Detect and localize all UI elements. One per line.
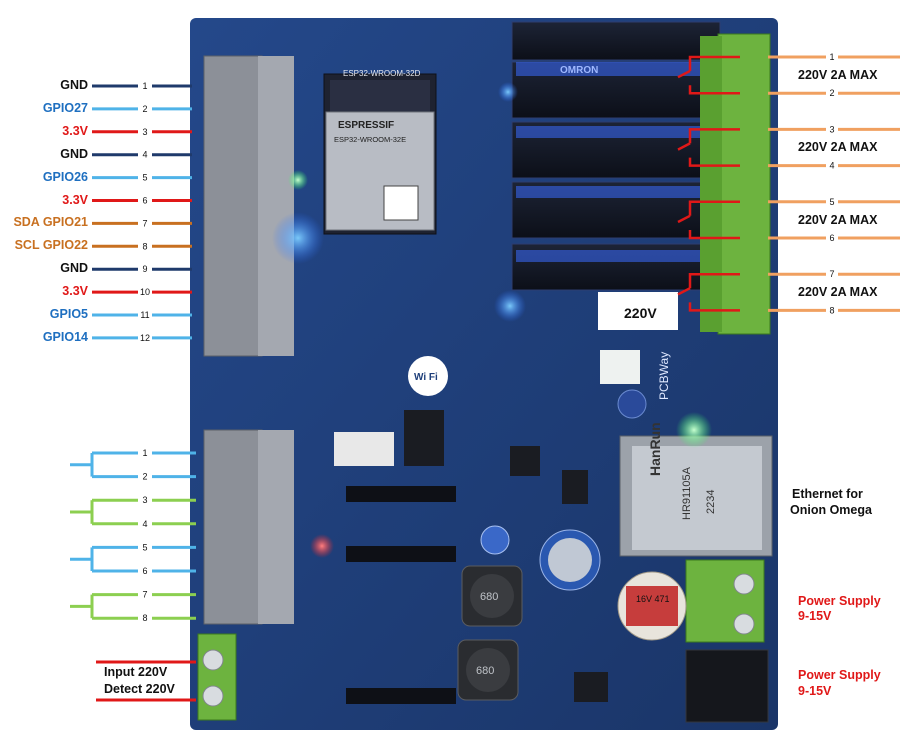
- input-pin-number: 4: [142, 519, 147, 529]
- relay-pin-number: 7: [829, 269, 834, 279]
- left-pin-number: 9: [142, 264, 147, 274]
- input-pin-number: 5: [142, 542, 147, 552]
- left-pin-number: 11: [140, 310, 149, 320]
- left-pin-label-11: GPIO5: [49, 307, 88, 321]
- relay-pin-number: 8: [829, 305, 834, 315]
- left-pin-label-3: 3.3V: [62, 123, 88, 138]
- left-pin-header: [203, 55, 294, 357]
- input-220-label: Input 220V: [104, 665, 168, 679]
- green-led: [676, 412, 712, 448]
- input-pin-number: 7: [142, 590, 147, 600]
- relay-contact-3: [677, 200, 740, 240]
- detect-220-label: Detect 220V: [104, 682, 175, 696]
- wifi-text: Wi Fi: [414, 372, 438, 383]
- red-led: [310, 534, 334, 558]
- relay-brand: OMRON: [560, 65, 598, 76]
- power-terminal: [685, 559, 765, 643]
- input-pin-number: 2: [142, 472, 147, 482]
- relay-wires: 1 2 3 4 5 6 7 8: [768, 52, 900, 316]
- relay-rating-1: 220V 2A MAX: [798, 68, 878, 82]
- relay-rating-2: 220V 2A MAX: [798, 140, 878, 155]
- relay-led: [494, 290, 526, 322]
- input-220-wires: [96, 660, 196, 702]
- left-pin-number: 6: [142, 196, 147, 206]
- relay-contact-2: [677, 128, 740, 167]
- left-pin-label-7: SDA GPIO21: [13, 215, 88, 230]
- relay-pin-number: 5: [829, 197, 834, 207]
- relay-pin-number: 2: [829, 88, 834, 98]
- power-supply-label-2: Power Supply: [798, 668, 881, 682]
- left-pin-number: 2: [142, 104, 147, 114]
- chip-model: ESP32-WROOM-32E: [334, 135, 406, 144]
- inductor-1-label: 680: [480, 591, 498, 603]
- left-pin-number: 4: [142, 150, 147, 160]
- input-pin-number: 3: [142, 495, 147, 505]
- ics: [334, 350, 640, 704]
- relay-pin-number: 3: [829, 124, 834, 134]
- inductor-2-label: 680: [476, 665, 494, 677]
- left-pin-number: 7: [142, 218, 147, 228]
- ethernet-label-line2: Onion Omega: [790, 503, 872, 517]
- voltage-mark-text: 220V: [624, 305, 657, 321]
- left-pin-label-2: GPIO27: [42, 100, 88, 115]
- voltage-mark: 220V: [598, 292, 678, 330]
- rj45-code: 2234: [705, 490, 717, 514]
- left-pin-label-8: SCL GPIO22: [14, 238, 88, 253]
- input-pin-number: 6: [142, 566, 147, 576]
- ethernet-label-line1: Ethernet for: [792, 487, 863, 501]
- left-pin-label-5: GPIO26: [42, 169, 88, 184]
- input-pin-number: 1: [142, 448, 147, 458]
- relay-contact-1: [677, 55, 740, 95]
- relay-rating-3: 220V 2A MAX: [798, 212, 878, 227]
- left-pin-number: 5: [142, 173, 147, 183]
- dc-jack: [685, 649, 769, 723]
- capacitors: 16V 471: [480, 389, 687, 641]
- left-pin-label-1: GND: [60, 78, 88, 92]
- relay-terminal-block: [700, 33, 771, 335]
- ethernet-jack: HanRun HR91105A 2234: [619, 422, 773, 557]
- input-220-terminal: [197, 633, 237, 721]
- power-supply-label-1: Power Supply: [798, 594, 881, 608]
- relay-pin-number: 1: [829, 52, 834, 62]
- left-pin-label-12: GPIO14: [42, 329, 88, 344]
- status-led-blue: [272, 212, 324, 264]
- left-pin-label-10: 3.3V: [62, 284, 88, 299]
- input-pin-header: [203, 429, 294, 625]
- rj45-model: HR91105A: [681, 466, 693, 520]
- relay-bank: OMRON: [511, 21, 721, 291]
- relay-rating-4: 220V 2A MAX: [798, 285, 878, 300]
- left-pin-number: 8: [142, 241, 147, 251]
- left-pin-label-4: GND: [60, 146, 88, 161]
- input-header-wires: 1 2 3 4 5 6 7 8: [70, 448, 196, 624]
- wifi-logo: Wi Fi: [408, 356, 448, 396]
- power-supply-voltage-2: 9-15V: [798, 684, 832, 698]
- relay-pin-number: 4: [829, 161, 834, 171]
- esp32-module: ESP32-WROOM-32D ESPRESSIF ESP32-WROOM-32…: [323, 69, 437, 235]
- relay-contact-symbols: [677, 55, 740, 312]
- relay-pin-number: 6: [829, 233, 834, 243]
- module-label: ESP32-WROOM-32D: [343, 69, 421, 78]
- left-pin-number: 12: [140, 333, 150, 343]
- cap-values: 16V 471: [636, 594, 670, 604]
- left-pin-label-6: 3.3V: [62, 192, 88, 207]
- left-pin-label-9: GND: [60, 261, 88, 276]
- pcbway-text: PCBWay: [657, 352, 671, 400]
- inductors: 680 680: [457, 565, 523, 701]
- left-pin-number: 1: [142, 81, 147, 91]
- left-pin-number: 3: [142, 127, 147, 137]
- left-pin-number: 10: [140, 287, 150, 297]
- chip-brand: ESPRESSIF: [338, 120, 394, 131]
- input-pin-number: 8: [142, 613, 147, 623]
- rj45-brand: HanRun: [647, 422, 663, 476]
- power-supply-voltage-1: 9-15V: [798, 609, 832, 623]
- relay-contact-4: [677, 272, 740, 312]
